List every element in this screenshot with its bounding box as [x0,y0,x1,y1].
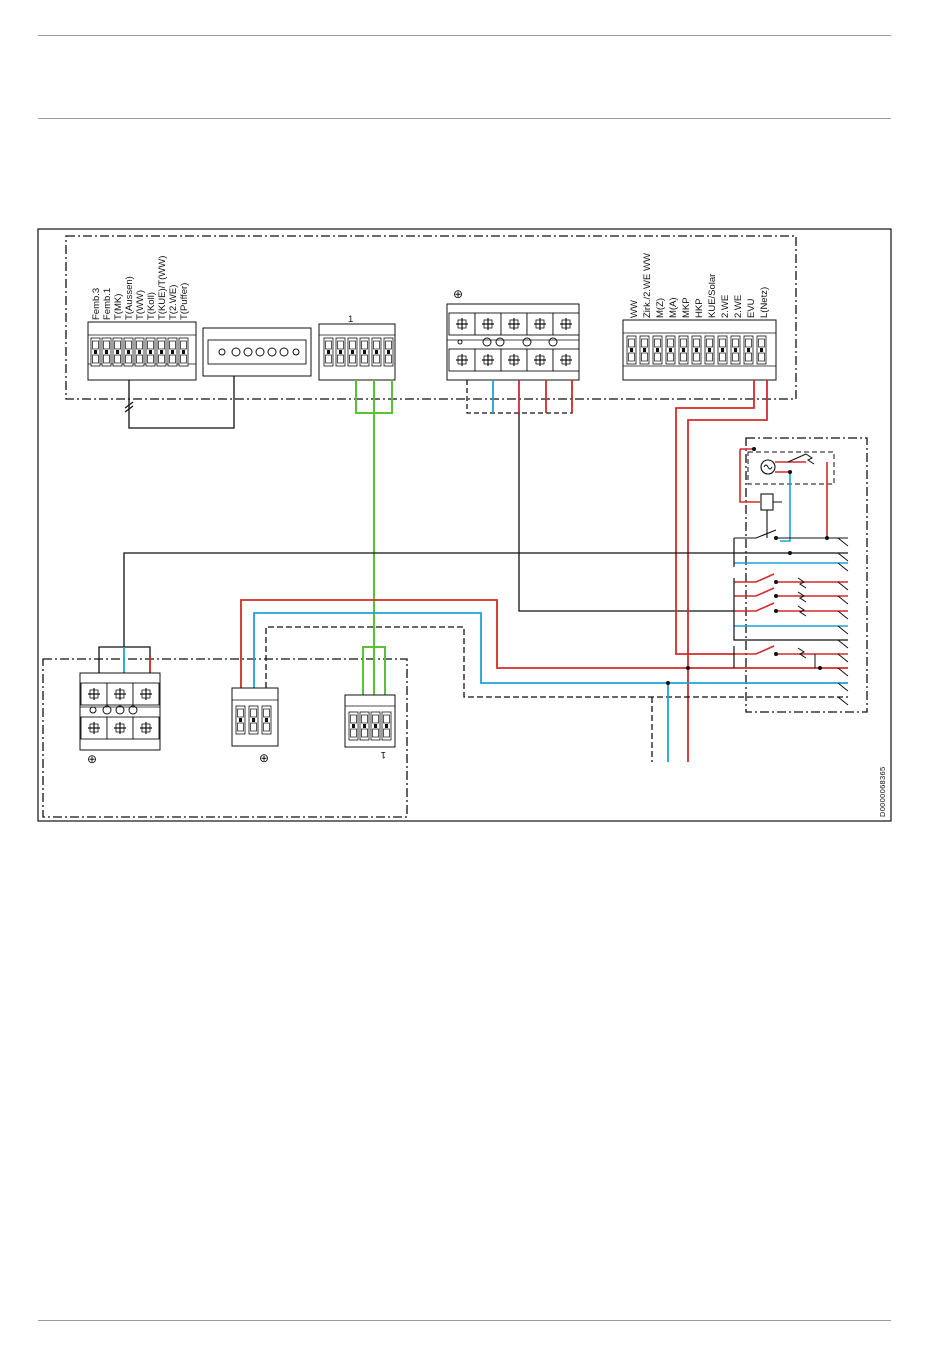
label-t-ww: T(WW) [135,290,146,320]
label-t-puffer: T(Puffer) [179,283,190,320]
label-t-kue-t-ww: T(KUE)/T(WW) [157,256,168,320]
earth-symbol-icon: ⊕ [453,287,463,301]
terminal-labels-right: WW Zirk./2.WE WW M(Z) M(A) MKP HKP KUE/S… [629,253,770,318]
document-id: D0000068365 [878,767,887,817]
label-femb1: Femb.1 [102,288,113,320]
mains-feed [676,380,767,762]
label-femb3: Femb.3 [91,288,102,320]
switchgear [666,447,848,705]
label-t-mk: T(MK) [113,294,124,320]
bus-marker: 1 [348,314,353,325]
field-terminal-sensor: ⊕ [232,688,278,765]
label-m-a: M(A) [668,297,679,318]
label-zirk-2we-ww: Zirk./2.WE WW [642,253,653,318]
label-kue-solar: KUE/Solar [707,274,718,318]
external-box [746,438,867,712]
sensor-cable [125,376,234,428]
terminal-block-right [623,320,776,380]
field-terminal-bus: 1 [345,695,395,760]
power-block-wiring [467,380,734,611]
field-terminal-power: ⊕ [80,673,160,766]
label-t-aussen: T(Aussen) [124,276,135,320]
label-hkp: HKP [694,298,705,318]
ground-bus-bar [203,328,311,376]
relay-coil-icon [761,494,773,510]
label-m-z: M(Z) [655,298,666,318]
terminal-block-left [88,322,196,380]
circuit-lines [241,600,848,762]
label-t-koll: T(Koll) [146,292,157,320]
label-l-netz: L(Netz) [759,287,770,318]
label-ww: WW [629,300,640,318]
terminal-block-power: ⊕ [447,287,579,380]
terminal-labels-left: Femb.3 Femb.1 T(MK) T(Aussen) T(WW) T(Ko… [91,256,190,320]
terminal-block-bus: 1 [319,314,395,380]
bus-cable-green [356,380,392,697]
earth-symbol-icon: ⊕ [87,752,97,766]
bus-marker: 1 [381,749,386,760]
label-2we-b: 2.WE [733,295,744,318]
earth-symbol-icon: ⊕ [259,751,269,765]
label-evu: EVU [746,298,757,318]
label-2we-a: 2.WE [720,295,731,318]
label-t-2we: T(2.WE) [168,285,179,320]
label-mkp: MKP [681,297,692,318]
